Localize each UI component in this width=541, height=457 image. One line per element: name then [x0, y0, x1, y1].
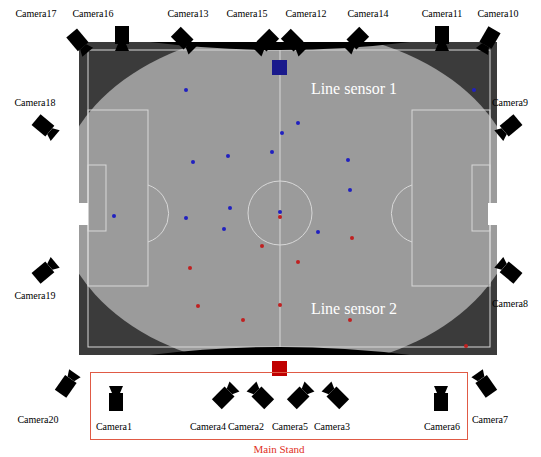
- camera-label: Camera18: [14, 97, 55, 109]
- camera-label: Camera6: [424, 421, 460, 433]
- camera-label: Camera13: [167, 8, 208, 20]
- camera-label: Camera11: [422, 8, 463, 20]
- camera-label: Camera17: [15, 8, 56, 20]
- camera-label: Camera1: [96, 421, 132, 433]
- camera-label: Camera12: [285, 8, 326, 20]
- camera-label: Camera5: [272, 421, 308, 433]
- stand-label: Main Stand: [91, 443, 467, 455]
- camera-label: Camera10: [477, 8, 518, 20]
- camera-label: Camera16: [72, 8, 113, 20]
- camera-label: Camera20: [17, 414, 58, 426]
- camera-label: Camera4: [190, 421, 226, 433]
- camera-label: Camera2: [228, 421, 264, 433]
- camera-label: Camera8: [492, 298, 528, 310]
- camera-label: Camera14: [347, 8, 388, 20]
- sensor-label: Line sensor 1: [311, 80, 397, 98]
- camera-label: Camera7: [472, 414, 508, 426]
- sensor-label: Line sensor 2: [311, 300, 397, 318]
- camera-label: Camera3: [314, 421, 350, 433]
- camera-label: Camera19: [14, 290, 55, 302]
- camera-label: Camera9: [492, 97, 528, 109]
- camera-label: Camera15: [226, 8, 267, 20]
